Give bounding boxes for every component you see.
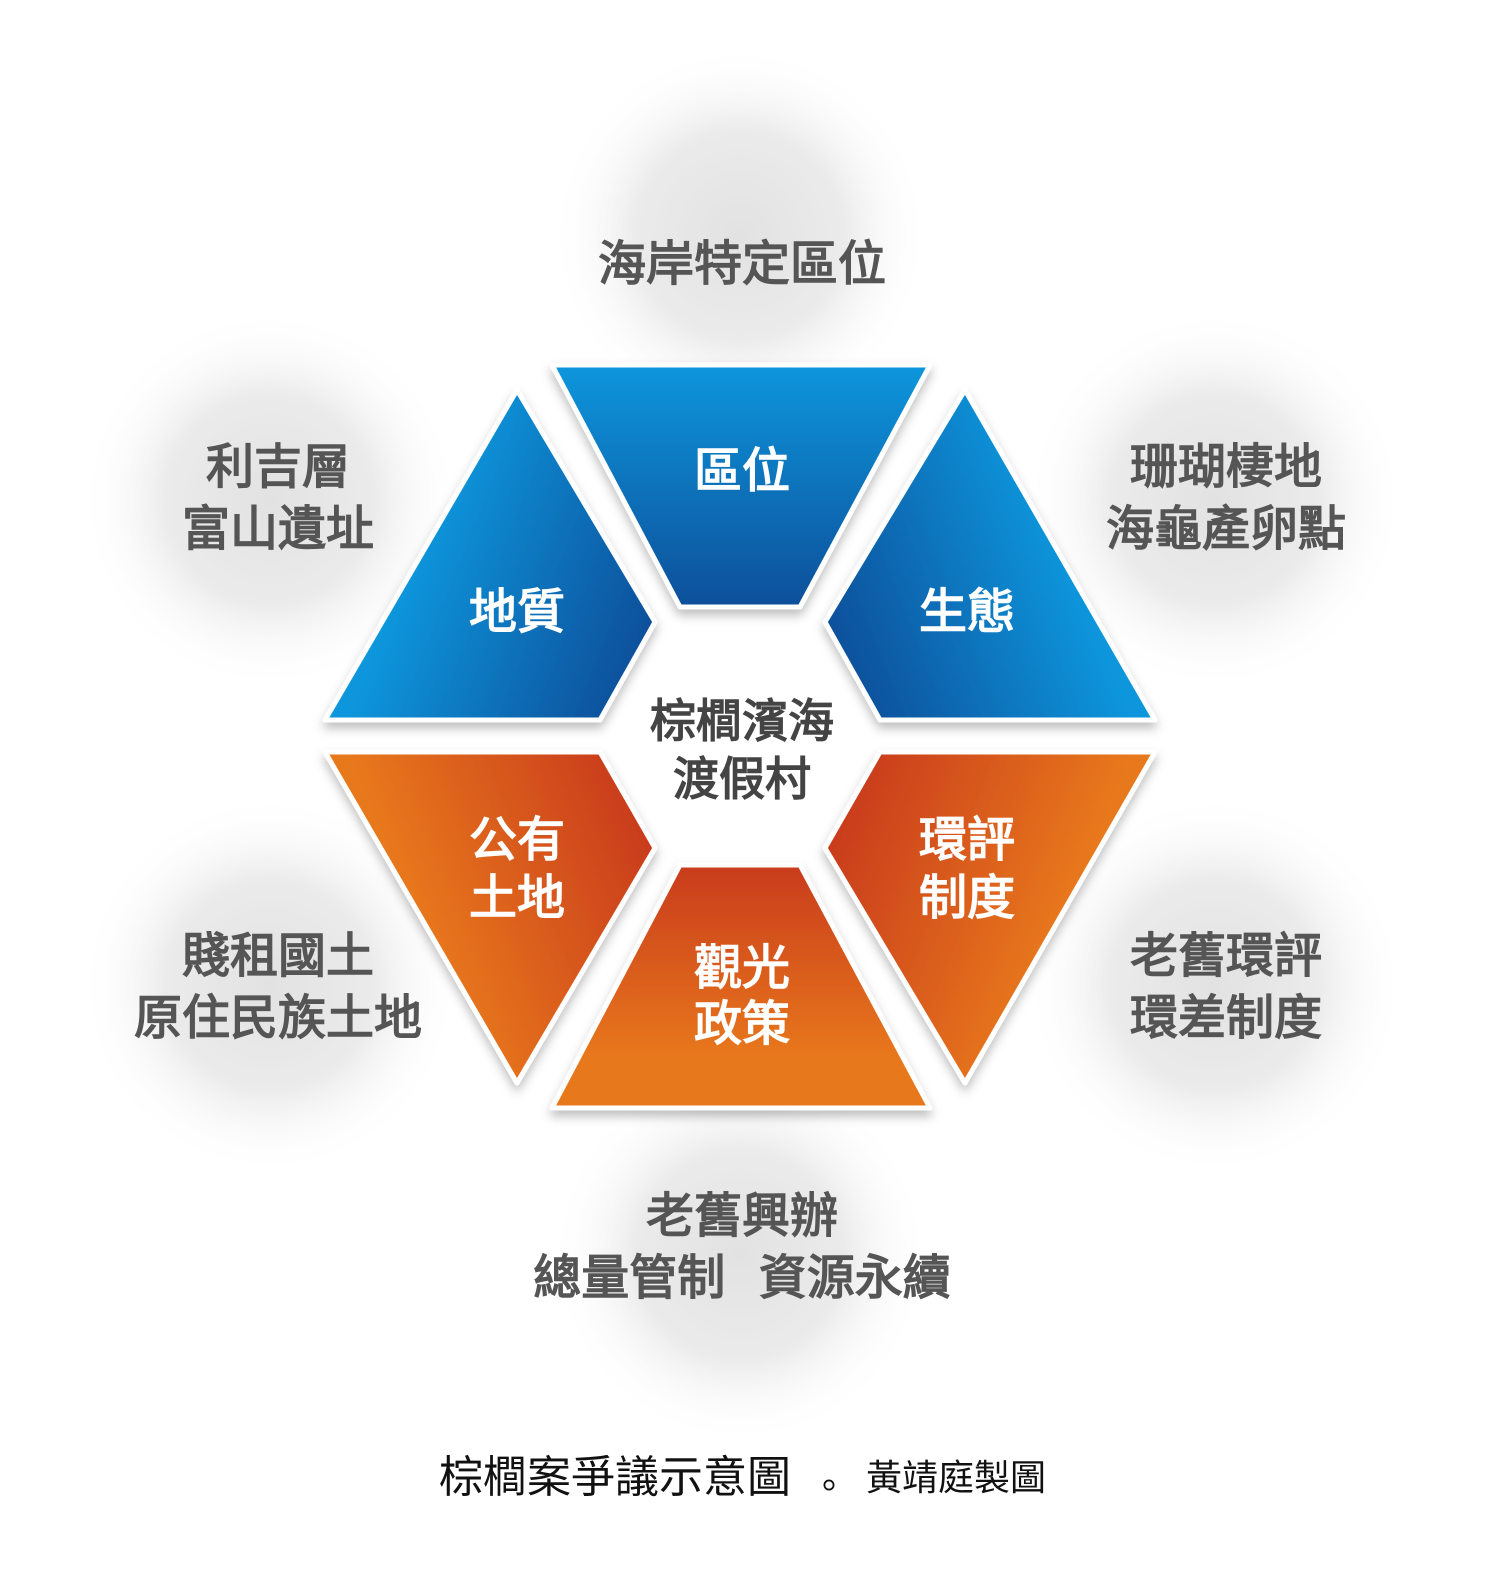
segment-location	[549, 362, 933, 610]
outer-label-top-left: 利吉層	[206, 439, 350, 495]
segment-label: 觀光	[694, 940, 790, 996]
outer-label-top-right: 海龜產卵點	[1106, 501, 1346, 557]
segment-label: 環評	[919, 812, 1015, 868]
outer-label-bottom: 總量管制 資源永續	[533, 1250, 950, 1306]
outer-label-top: 海岸特定區位	[598, 236, 886, 292]
outer-label-bottom: 老舊興辦	[646, 1188, 838, 1244]
segment-eia	[822, 749, 1158, 1086]
center-label: 渡假村	[673, 752, 811, 806]
outer-label-bottom-right: 環差制度	[1130, 990, 1322, 1046]
segment-public-land	[322, 749, 658, 1086]
caption-credit: 黃靖庭製圖	[866, 1458, 1046, 1499]
outer-label-top-left: 富山遺址	[182, 501, 374, 557]
outer-label-top-right: 珊瑚棲地	[1130, 439, 1322, 495]
segment-label: 地質	[469, 584, 565, 640]
segment-label: 公有	[469, 812, 565, 868]
segment-label: 生態	[919, 584, 1015, 640]
segment-label: 制度	[919, 870, 1015, 926]
segment-tourism	[549, 862, 933, 1111]
caption-title: 棕櫚案爭議示意圖	[439, 1452, 791, 1503]
segment-label: 區位	[694, 443, 790, 499]
caption-separator: 。	[822, 1456, 858, 1497]
glow-backgrounds	[80, 45, 1405, 1445]
outer-label-bottom-right: 老舊環評	[1130, 928, 1322, 984]
center-label: 棕櫚濱海	[650, 694, 834, 748]
segment-label: 政策	[694, 996, 790, 1052]
outer-label-bottom-left: 原住民族土地	[134, 990, 422, 1046]
segment-ecology	[822, 387, 1158, 723]
segment-geology	[322, 387, 658, 723]
segment-label: 土地	[469, 870, 565, 926]
outer-label-bottom-left: 賤租國土	[182, 928, 374, 984]
